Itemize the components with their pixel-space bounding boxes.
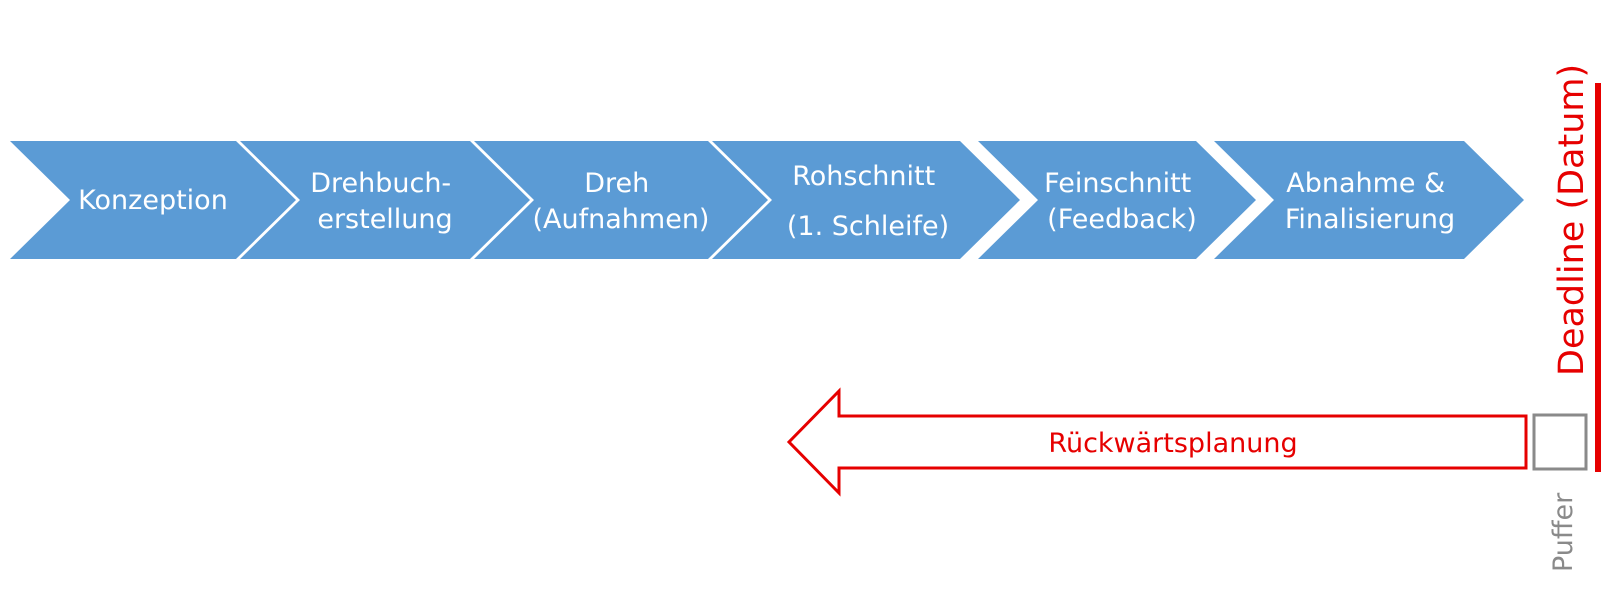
- deadline-marker: Deadline (Datum): [1552, 64, 1601, 472]
- chevron-label: Drehbuch- erstellung: [310, 168, 460, 235]
- chevron-label-line: Konzeption: [78, 185, 228, 216]
- chevron-step-rohschnitt: Rohschnitt (1. Schleife): [712, 141, 1020, 259]
- chevron-label-line: (1. Schleife): [787, 211, 949, 242]
- chevron-label-line: Rohschnitt: [792, 161, 935, 192]
- chevron-step-konzeption: Konzeption: [10, 141, 296, 259]
- chevron-label: Feinschnitt (Feedback): [1044, 168, 1200, 235]
- chevron-label: Abnahme & Finalisierung: [1285, 168, 1455, 235]
- chevron-label: Konzeption: [78, 185, 228, 216]
- backward-planning-arrow: Rückwärtsplanung: [786, 387, 1528, 497]
- chevron-label-line: (Aufnahmen): [533, 204, 710, 235]
- chevron-step-dreh: Dreh (Aufnahmen): [474, 141, 768, 259]
- chevron-step-abnahme: Abnahme & Finalisierung: [1214, 141, 1524, 259]
- backward-planning-label: Rückwärtsplanung: [1048, 428, 1297, 459]
- chevron-shape: [1214, 141, 1524, 259]
- deadline-label: Deadline (Datum): [1552, 64, 1592, 376]
- buffer-label: Puffer: [1548, 492, 1579, 572]
- chevron-shape: [712, 141, 1020, 259]
- chevron-label-line: Dreh: [584, 168, 649, 199]
- buffer-block: Puffer: [1532, 413, 1588, 572]
- chevron-label-line: (Feedback): [1047, 204, 1197, 235]
- chevron-label-line: Drehbuch-: [310, 168, 451, 199]
- chevron-label-line: erstellung: [317, 204, 452, 235]
- chevron-shape: [240, 141, 530, 259]
- buffer-box: [1532, 413, 1588, 471]
- chevron-label-line: Abnahme &: [1286, 168, 1445, 199]
- process-chevrons: Konzeption Drehbuch- erstellung Dreh (Au…: [10, 141, 1524, 259]
- chevron-label: Dreh (Aufnahmen): [533, 168, 710, 235]
- chevron-shape: [978, 141, 1256, 259]
- chevron-label-line: Feinschnitt: [1044, 168, 1191, 199]
- chevron-step-feinschnitt: Feinschnitt (Feedback): [978, 141, 1256, 259]
- chevron-shape: [474, 141, 768, 259]
- left-arrow-icon: [786, 387, 1528, 497]
- chevron-label: Rohschnitt (1. Schleife): [787, 161, 949, 242]
- chevron-shape: [10, 141, 296, 259]
- chevron-label-line: Finalisierung: [1285, 204, 1455, 235]
- chevron-step-drehbuch: Drehbuch- erstellung: [240, 141, 530, 259]
